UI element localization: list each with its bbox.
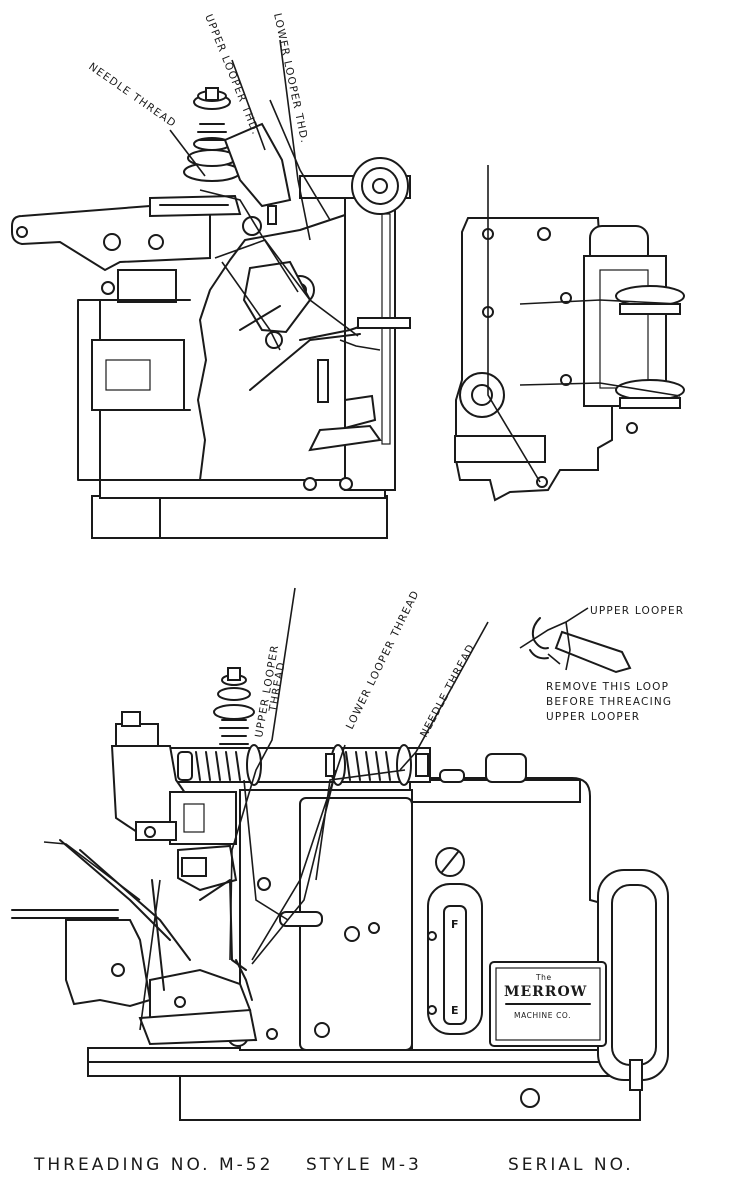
nameplate-brand: MERROW	[504, 984, 587, 1000]
nameplate-the: The	[535, 973, 552, 982]
label-top-upper-looper: UPPER LOOPER THD.	[202, 13, 262, 137]
label-top-needle-thread: NEEDLE THREAD	[86, 61, 178, 131]
nameplate-sub: MACHINE CO.	[514, 1011, 571, 1020]
caption-serial-number: SERIAL No.	[508, 1155, 634, 1175]
inset-title: UPPER LOOPER	[590, 605, 684, 617]
inset-upper-looper-detail	[519, 607, 632, 674]
bottom-machine-view	[11, 587, 669, 1121]
label-bottom-lower-looper: LOWER LOOPER THREAD	[344, 588, 422, 731]
top-side-view	[454, 165, 685, 502]
gauge-empty-mark: E	[451, 1004, 459, 1017]
gauge-full-mark: F	[451, 918, 459, 931]
inset-note-line3: UPPER LOOPER	[546, 711, 640, 723]
inset-note-line1: REMOVE THIS LOOP	[546, 681, 669, 693]
label-bottom-needle-thread: NEEDLE THREAD	[418, 642, 477, 740]
inset-note-line2: BEFORE THREACING	[546, 696, 672, 708]
caption-threading-number: THREADING No. M-52	[33, 1155, 273, 1175]
caption-style: STYLE M-3	[306, 1155, 422, 1175]
top-front-view	[11, 39, 411, 539]
